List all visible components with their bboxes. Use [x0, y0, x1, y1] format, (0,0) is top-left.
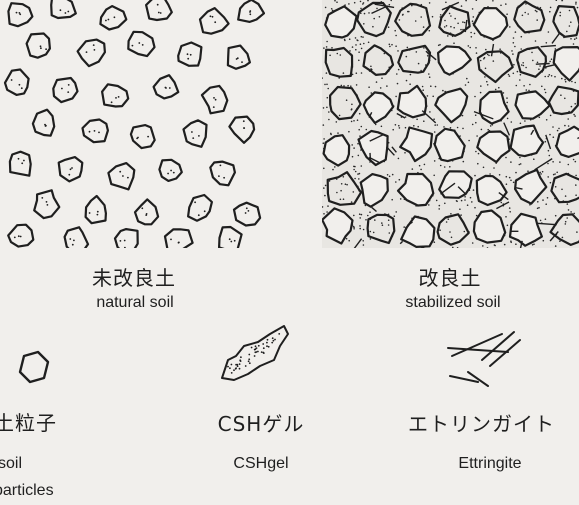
- soil-particles-jp-label: 土粒子: [0, 407, 84, 436]
- soil-particle: [102, 84, 128, 106]
- soil-particle: [184, 120, 207, 147]
- soil-particles-en-line1: soil: [0, 455, 22, 473]
- soil-particle: [86, 196, 106, 223]
- soil-particle: [78, 40, 105, 67]
- soil-particle: [165, 229, 193, 248]
- stabilized-soil-jp-label: 改良土: [405, 262, 495, 291]
- soil-particle: [33, 110, 54, 136]
- soil-particle: [53, 78, 77, 102]
- soil-particle: [229, 117, 254, 143]
- natural-soil-diagram: [0, 0, 265, 248]
- soil-particle: [200, 8, 229, 34]
- soil-particle: [178, 43, 201, 66]
- stabilized-soil-en-label: stabilized soil: [378, 294, 528, 312]
- csh-gel-en-label: CSHgel: [206, 455, 316, 473]
- soil-particle: [135, 199, 158, 224]
- ettringite-jp-label: エトリンガイト: [408, 408, 578, 437]
- natural-soil-panel: [0, 0, 265, 248]
- soil-particle: [51, 0, 76, 18]
- csh-gel-icon: [214, 320, 296, 392]
- stabilized-soil-diagram: [322, 0, 579, 248]
- soil-particle: [10, 152, 31, 176]
- ettringite-icon: [438, 326, 528, 392]
- soil-particles-en-line2: particles: [0, 482, 54, 500]
- soil-particle: [128, 32, 154, 56]
- soil-particle: [210, 162, 235, 186]
- soil-particle: [188, 195, 212, 221]
- soil-particle: [234, 203, 260, 226]
- ettringite-en-label: Ettringite: [430, 455, 550, 473]
- natural-soil-en-label: natural soil: [60, 294, 210, 312]
- soil-particle: [27, 34, 50, 58]
- soil-particle: [115, 229, 138, 248]
- soil-particle: [202, 86, 227, 113]
- soil-particle: [219, 227, 242, 248]
- stabilized-soil-panel: [322, 0, 579, 248]
- soil-particle: [100, 6, 126, 29]
- soil-particle: [131, 125, 155, 148]
- soil-particle: [65, 227, 88, 248]
- soil-particle: [146, 0, 172, 20]
- soil-particle: [228, 46, 250, 69]
- soil-particle: [5, 70, 29, 95]
- natural-soil-jp-label: 未改良土: [74, 262, 194, 291]
- soil-particle: [108, 163, 134, 189]
- soil-particle-icon: [14, 348, 54, 388]
- soil-particle: [34, 190, 59, 218]
- csh-gel-jp-label: CSHゲル: [196, 408, 326, 437]
